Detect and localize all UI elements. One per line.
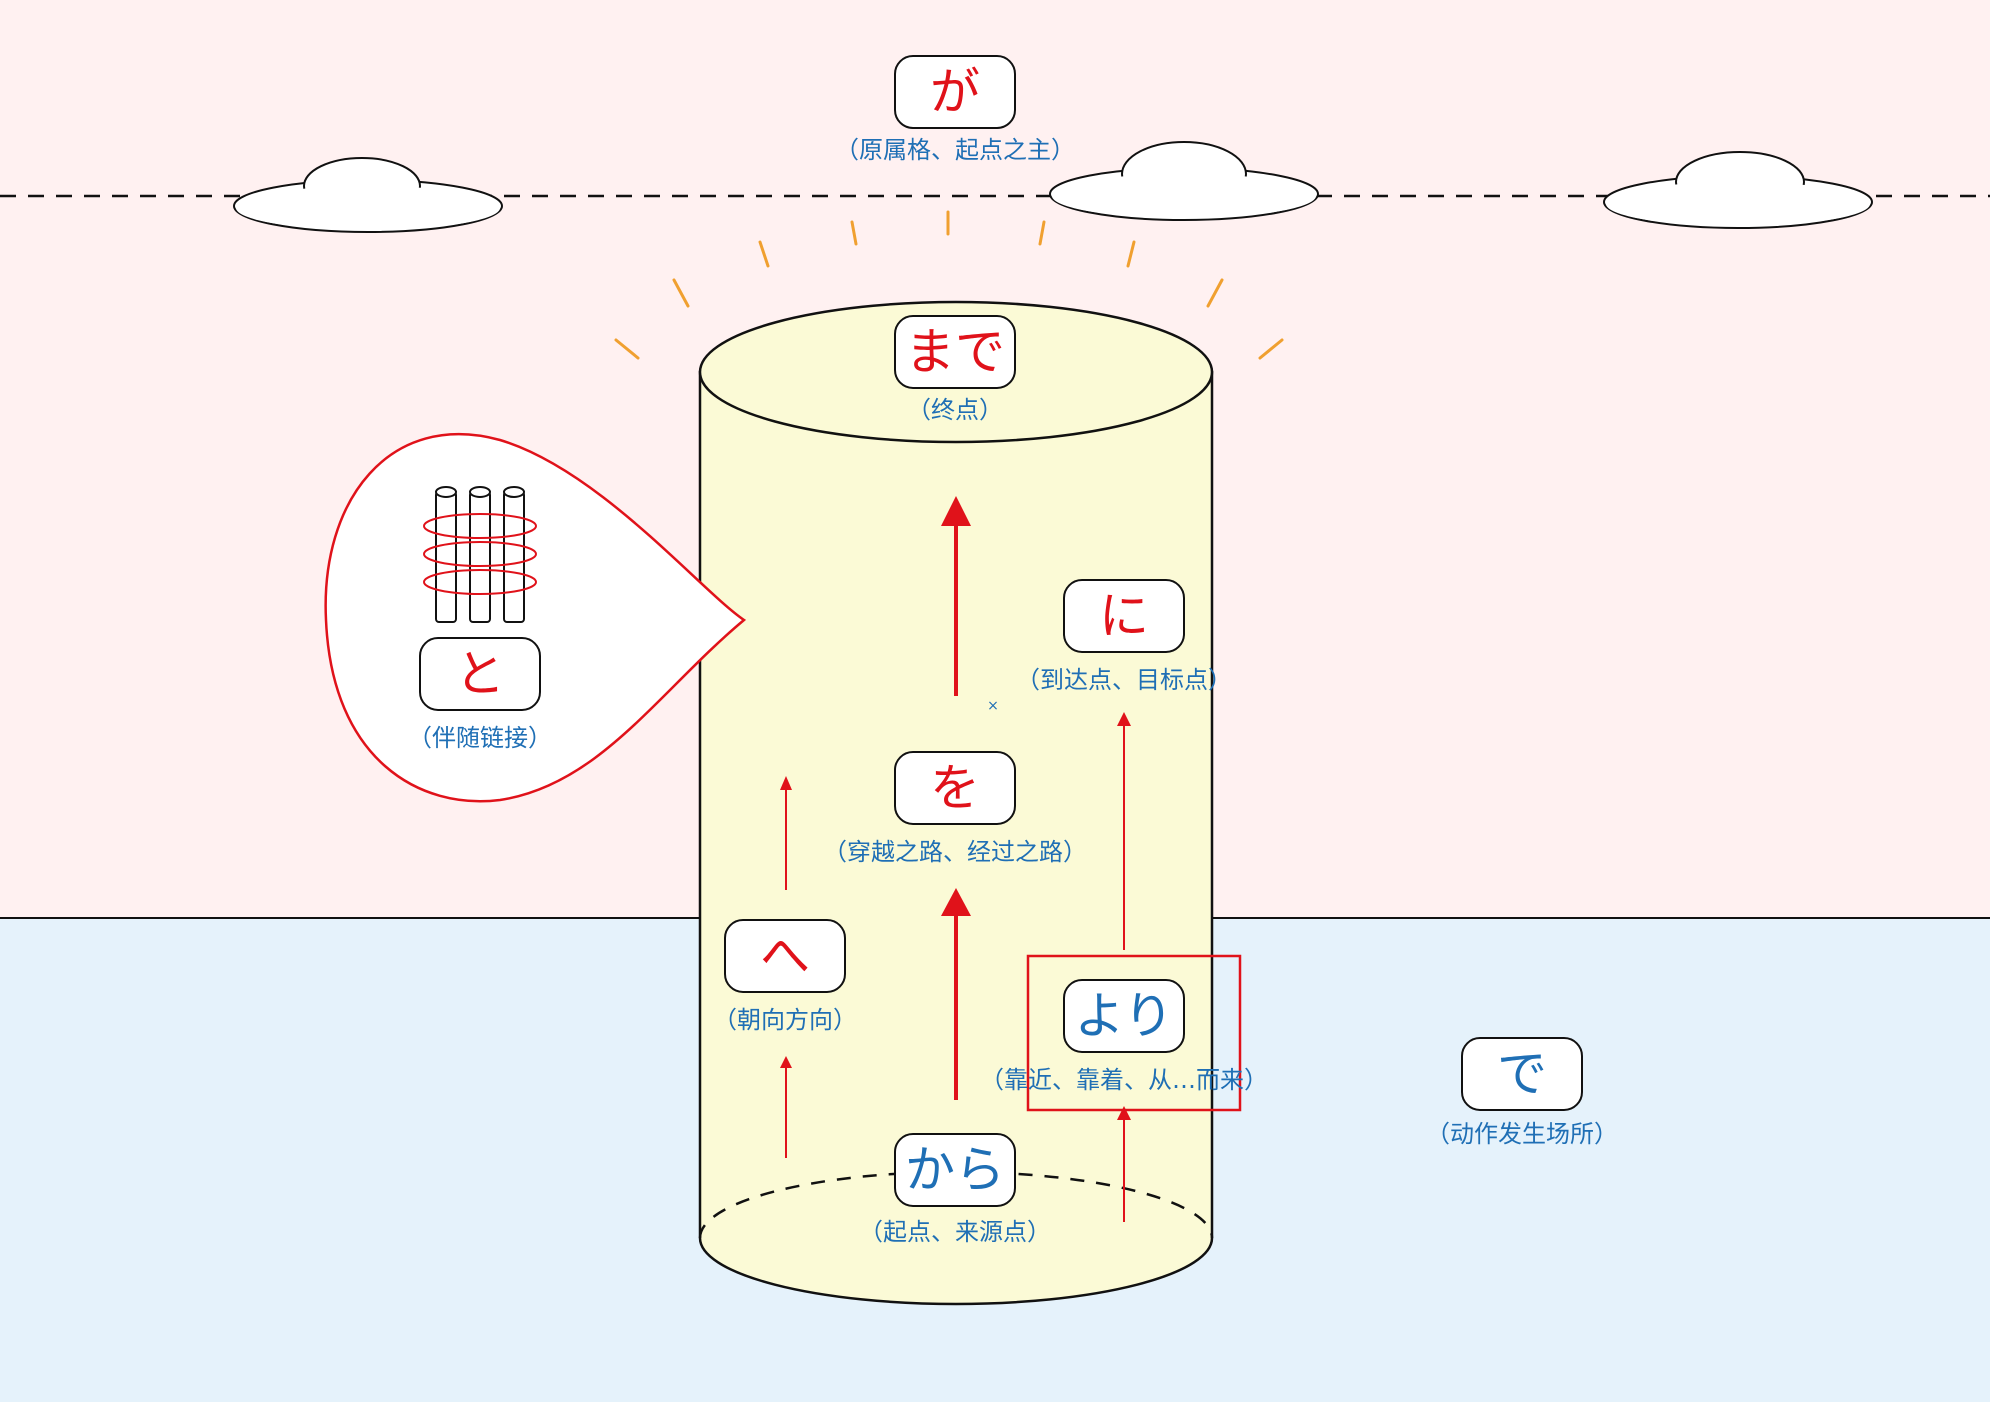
cloud-icon [233, 157, 503, 233]
bound-rods-icon [423, 486, 537, 623]
particle-gloss: （起点、来源点） [859, 1218, 1051, 1246]
particle-char: で [1497, 1045, 1547, 1103]
particle-char: に [1099, 587, 1149, 645]
particle-box [894, 315, 1016, 389]
particle-de: で （动作发生场所） [1426, 1037, 1618, 1148]
arrow-kara-to-wo-head [941, 888, 971, 916]
particle-gloss: （到达点、目标点） [1016, 666, 1232, 694]
particle-gloss: （穿越之路、经过之路） [823, 838, 1087, 866]
particle-box [894, 751, 1016, 825]
particle-char: から [905, 1141, 1005, 1199]
particle-box [1063, 579, 1185, 653]
particle-box [894, 1133, 1016, 1207]
particle-gloss: （靠近、靠着、从…而来） [980, 1066, 1268, 1094]
particle-char: を [930, 759, 980, 817]
arrow-yori-to-ni-head [1117, 712, 1131, 726]
particle-gloss: （原属格、起点之主） [835, 136, 1075, 164]
particle-gloss: （终点） [907, 396, 1003, 424]
particle-char: と [455, 645, 505, 703]
particle-gloss: （动作发生场所） [1426, 1120, 1618, 1148]
cloud-icon [1603, 151, 1873, 229]
particle-made: まで （终点） [894, 315, 1016, 424]
particle-box [1063, 979, 1185, 1053]
particle-ni: に （到达点、目标点） [1016, 579, 1232, 694]
glow-rays [614, 210, 1284, 360]
particle-char: より [1075, 987, 1174, 1045]
highlight-box-yori [1026, 954, 1242, 1112]
particle-box [419, 637, 541, 711]
particle-gloss: （伴随链接） [408, 724, 552, 752]
arrow-to-yori-head [1117, 1106, 1131, 1120]
small-mark: × [987, 698, 999, 714]
particle-yori: より （靠近、靠着、从…而来） [980, 979, 1268, 1094]
particle-char: へ [760, 927, 810, 985]
particle-ga: が （原属格、起点之主） [835, 55, 1075, 164]
arrow-to-he-head [780, 1056, 792, 1068]
particle-box [1461, 1037, 1583, 1111]
particle-wo: を （穿越之路、经过之路） [823, 751, 1087, 866]
particle-kara: から （起点、来源点） [859, 1133, 1051, 1246]
particle-char: まで [905, 323, 1005, 381]
arrow-wo-to-made-head [941, 496, 971, 526]
arrow-from-he-head [780, 776, 792, 790]
particle-box [894, 55, 1016, 129]
cloud-icon [1049, 141, 1319, 221]
arrows [780, 496, 1131, 1222]
particle-he: へ （朝向方向） [713, 919, 857, 1034]
particle-box [724, 919, 846, 993]
speech-bubble [324, 433, 747, 803]
particle-gloss: （朝向方向） [713, 1006, 857, 1034]
particle-char: が [930, 63, 980, 121]
particle-to: と （伴随链接） [408, 637, 552, 752]
